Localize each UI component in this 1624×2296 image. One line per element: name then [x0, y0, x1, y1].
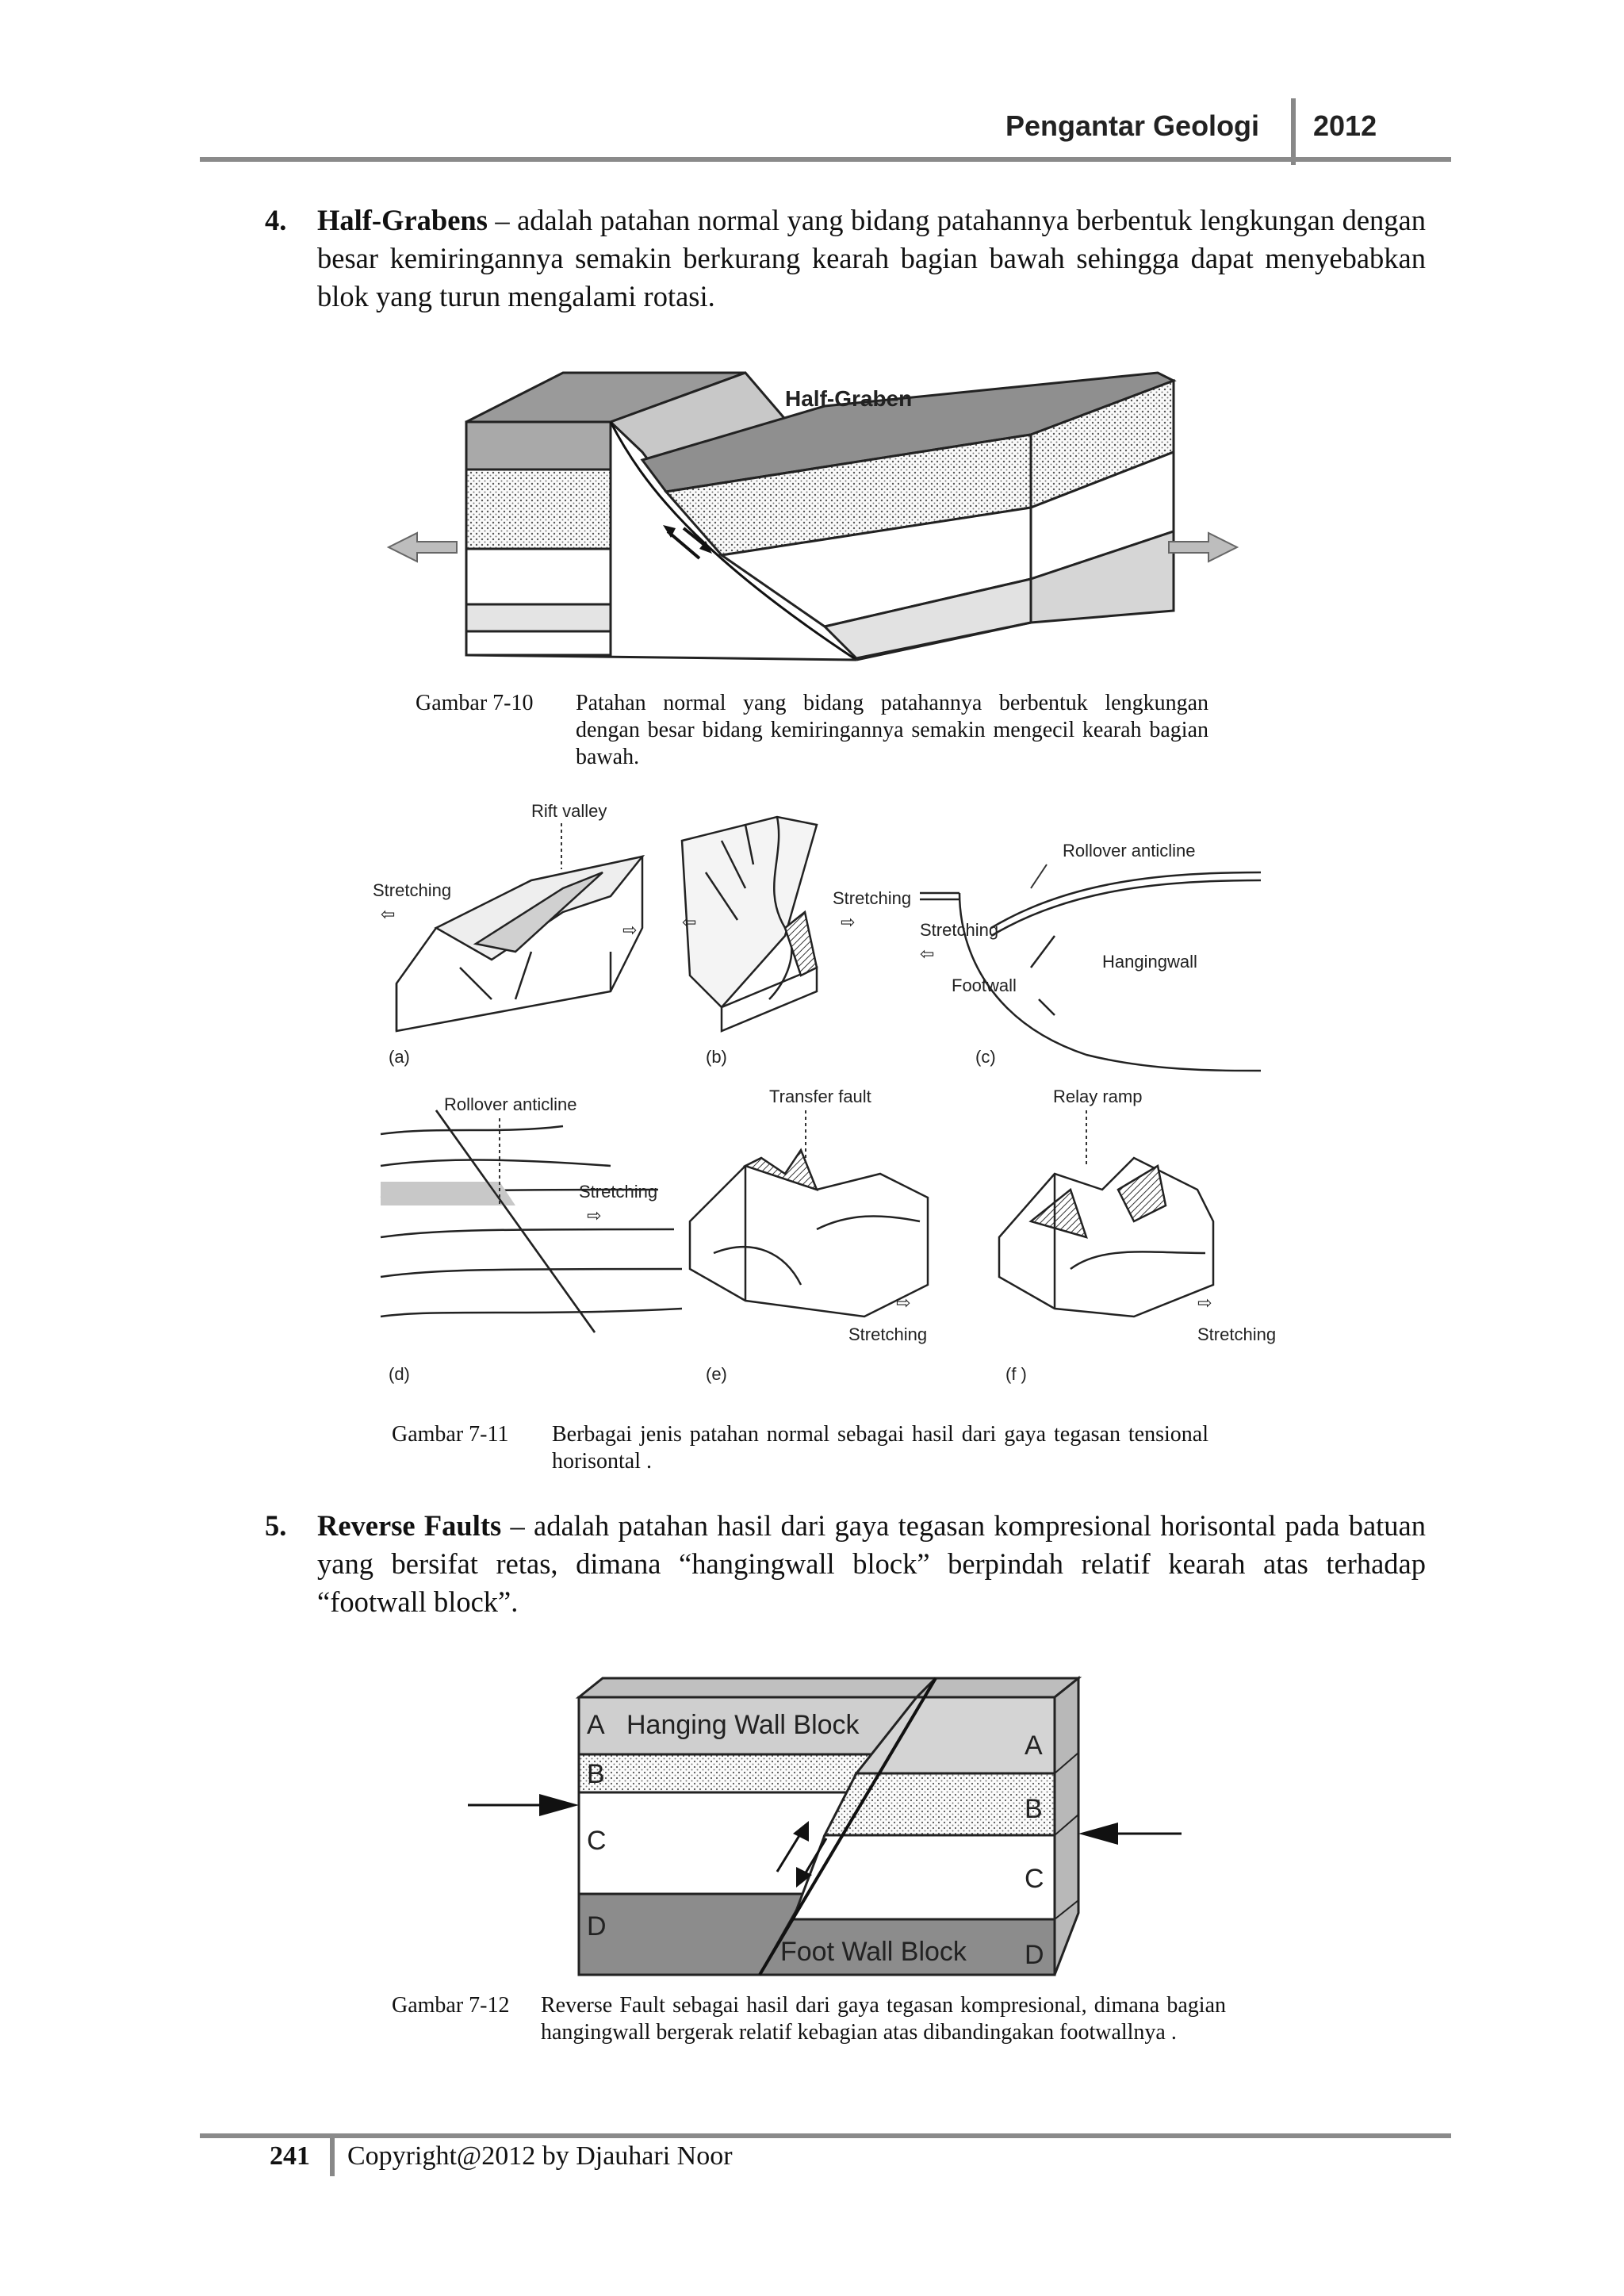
caption-text: Berbagai jenis patahan normal sebagai ha… — [552, 1422, 1208, 1474]
panel-a-stretching: Stretching — [373, 880, 451, 900]
running-header-year: 2012 — [1313, 109, 1377, 142]
panel-b-left-arrow-icon: ⇦ — [682, 912, 696, 932]
panel-d-right-arrow-icon: ⇨ — [587, 1205, 601, 1225]
header-rule — [200, 157, 1451, 162]
panel-a-letter: (a) — [389, 1047, 410, 1067]
reverse-fault-diagram: A Hanging Wall Block B C D A B C D Foot … — [468, 1675, 1182, 1976]
panel-d-title: Rollover anticline — [444, 1094, 577, 1114]
list-item-half-grabens: 4. Half-Grabens – adalah patahan normal … — [265, 201, 1426, 316]
page-number: 241 — [270, 2141, 310, 2171]
figure-caption-7-11: Gambar 7-11 Berbagai jenis patahan norma… — [392, 1421, 1208, 1485]
panel-f-stretching: Stretching — [1197, 1324, 1276, 1344]
list-number: 4. — [265, 204, 287, 236]
panel-e-right-arrow-icon: ⇨ — [896, 1293, 910, 1313]
list-item-reverse-faults: 5. Reverse Faults – adalah patahan hasil… — [265, 1507, 1426, 1621]
layer-label-right-a: A — [1025, 1731, 1043, 1761]
caption-label: Gambar 7-11 — [392, 1422, 509, 1447]
layer-label-left-c: C — [587, 1826, 607, 1856]
panel-d-stretching: Stretching — [579, 1182, 657, 1202]
half-graben-diagram: Half-Graben — [386, 371, 1239, 661]
panel-f-right-arrow-icon: ⇨ — [1197, 1293, 1212, 1313]
half-graben-label: Half-Graben — [785, 386, 912, 411]
panel-f-letter: (f ) — [1005, 1364, 1027, 1384]
layer-label-left-d: D — [587, 1911, 607, 1941]
panel-a-title: Rift valley — [531, 801, 607, 821]
panel-c-left-arrow-icon: ⇦ — [920, 944, 934, 964]
definition-reverse-faults: – adalah patahan hasil dari gaya tegasan… — [317, 1509, 1426, 1618]
panel-c-letter: (c) — [975, 1047, 996, 1067]
copyright-notice: Copyright@2012 by Djauhari Noor — [347, 2141, 733, 2171]
layer-label-left-a: A — [587, 1710, 605, 1740]
panel-e-letter: (e) — [706, 1364, 727, 1384]
panel-c-footwall: Footwall — [952, 976, 1017, 995]
caption-text: Reverse Fault sebagai hasil dari gaya te… — [541, 1993, 1226, 2045]
caption-label: Gambar 7-10 — [416, 691, 534, 715]
layer-label-right-b: B — [1025, 1794, 1043, 1824]
hanging-wall-label: Hanging Wall Block — [626, 1710, 860, 1740]
header-divider — [1291, 98, 1296, 165]
definition-half-grabens: – adalah patahan normal yang bidang pata… — [317, 204, 1426, 312]
footer-rule — [200, 2133, 1451, 2138]
panel-a-right-arrow-icon: ⇨ — [622, 920, 637, 940]
panel-e-stretching: Stretching — [848, 1324, 927, 1344]
normal-fault-types-figure: Rift valley Stretching ⇦ ⇨ (a) Stretchin… — [373, 801, 1276, 1384]
caption-text: Patahan normal yang bidang patahannya be… — [576, 691, 1208, 769]
panel-c-title: Rollover anticline — [1063, 841, 1196, 861]
panel-a-left-arrow-icon: ⇦ — [381, 904, 395, 924]
running-header-title: Pengantar Geologi — [1005, 109, 1260, 142]
footer-divider — [330, 2138, 335, 2176]
panel-c-hangingwall: Hangingwall — [1102, 952, 1197, 972]
panel-b-letter: (b) — [706, 1047, 727, 1067]
panel-e-title: Transfer fault — [769, 1087, 871, 1106]
panel-b-right-arrow-icon: ⇨ — [841, 912, 855, 932]
layer-label-left-b: B — [587, 1759, 605, 1789]
layer-label-right-d: D — [1025, 1940, 1044, 1970]
layer-label-right-c: C — [1025, 1864, 1044, 1894]
figure-caption-7-12: Gambar 7-12 Reverse Fault sebagai hasil … — [392, 1992, 1226, 2087]
list-number: 5. — [265, 1509, 287, 1542]
panel-f-title: Relay ramp — [1053, 1087, 1142, 1106]
panel-d-letter: (d) — [389, 1364, 410, 1384]
panel-c-stretching: Stretching — [920, 920, 998, 940]
foot-wall-label: Foot Wall Block — [780, 1937, 967, 1967]
caption-label: Gambar 7-12 — [392, 1993, 510, 2018]
term-reverse-faults: Reverse Faults — [317, 1509, 502, 1542]
figure-caption-7-10: Gambar 7-10 Patahan normal yang bidang p… — [416, 690, 1208, 777]
term-half-grabens: Half-Grabens — [317, 204, 488, 236]
panel-b-stretching: Stretching — [833, 888, 911, 908]
